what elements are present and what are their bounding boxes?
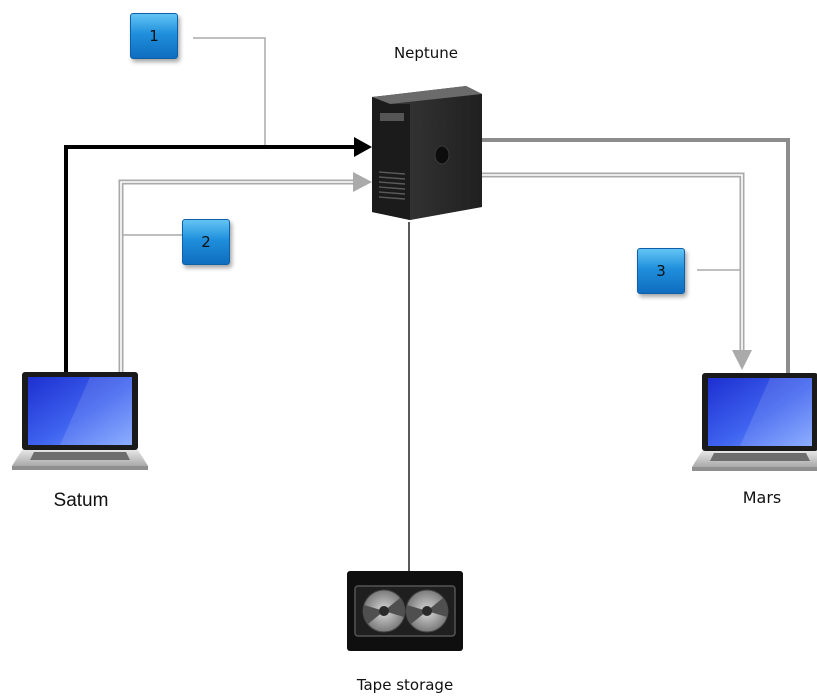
mars-label: Mars	[742, 488, 782, 507]
tape-storage-label: Tape storage	[356, 676, 454, 694]
laptop-icon	[692, 373, 817, 471]
step-2-line	[118, 179, 355, 372]
step-2-badge: 2	[182, 219, 230, 265]
step-3-badge: 3	[637, 248, 685, 294]
saturn-label: Satum	[53, 490, 109, 511]
laptop-icon	[12, 372, 148, 470]
arrowhead-icon	[732, 350, 752, 370]
tape-storage-icon	[347, 571, 463, 651]
step-1-badge: 1	[130, 13, 178, 59]
step-1-line	[64, 145, 357, 372]
server-icon	[372, 86, 482, 220]
step-3-line	[482, 172, 745, 352]
callout-leader-1	[193, 37, 266, 147]
return-line	[482, 138, 790, 373]
neptune-label: Neptune	[393, 44, 459, 62]
arrowhead-icon	[354, 137, 372, 157]
arrowhead-icon	[353, 172, 372, 192]
connectors	[64, 37, 790, 572]
